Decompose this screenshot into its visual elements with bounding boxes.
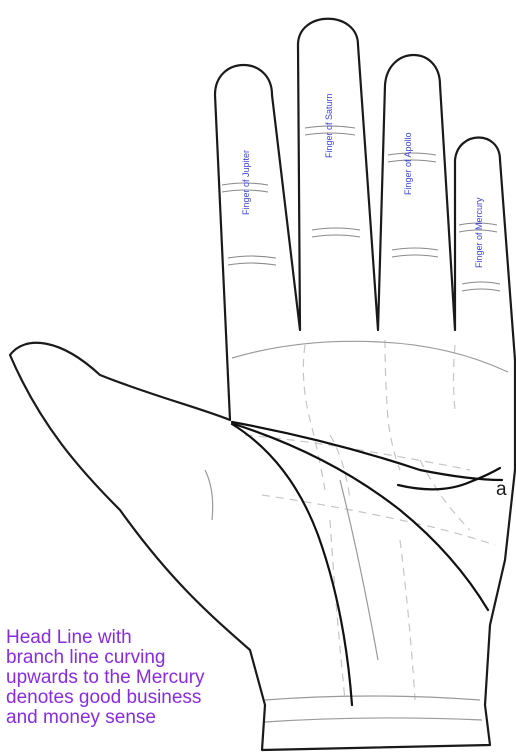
finger-label-jupiter: Finger of Jupiter <box>241 150 251 215</box>
caption-line: Head Line with <box>6 628 276 648</box>
finger-label-saturn: Finger of Saturn <box>324 93 334 158</box>
caption-text: Head Line with branch line curving upwar… <box>6 628 276 728</box>
caption-line: and money sense <box>6 708 276 728</box>
palm-regions <box>245 340 495 700</box>
finger-label-mercury: Finger of Mercury <box>474 197 484 268</box>
marker-a-label: a <box>496 479 507 500</box>
finger-label-apollo: Finger of Apollo <box>403 132 413 195</box>
caption-line: denotes good business <box>6 688 276 708</box>
caption-line: upwards to the Mercury <box>6 668 276 688</box>
caption-line: branch line curving <box>6 648 276 668</box>
heart-line <box>232 422 502 480</box>
